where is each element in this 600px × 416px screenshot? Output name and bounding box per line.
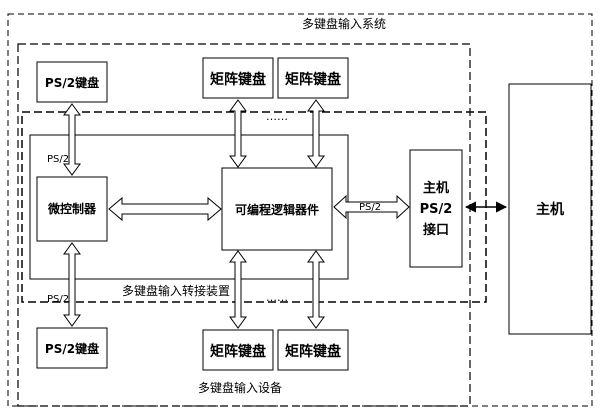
arrow-mcu-cpld	[108, 196, 222, 222]
link-ps2-mid-label: PS/2	[359, 202, 381, 213]
host-ps2-port-box	[409, 149, 463, 268]
arrow-mcu-ps2-bottom	[63, 242, 81, 327]
matrix-keyboard-bottom-2-label: 矩阵键盘	[285, 343, 341, 360]
host-ps2-port-line-2: PS/2	[420, 202, 453, 217]
ellipsis-bottom: ……	[266, 291, 288, 304]
ps2-keyboard-bottom	[36, 327, 108, 369]
input-device-label: 多键盘输入设备	[198, 380, 282, 395]
arrow-ps2-top-mcu	[63, 103, 81, 176]
matrix-keyboard-bottom-1-label: 矩阵键盘	[210, 343, 266, 360]
host-ps2-port-line-3: 接口	[423, 222, 449, 238]
input-device-border	[17, 43, 471, 407]
matrix-keyboard-top-1	[202, 57, 274, 99]
link-ps2-top-label: PS/2	[47, 154, 69, 165]
programmable-logic-device-label: 可编程逻辑器件	[235, 202, 319, 217]
matrix-keyboard-top-2	[277, 57, 349, 99]
matrix-keyboard-top-1-label: 矩阵键盘	[210, 71, 266, 88]
arrow-matrix-top-1-cpld	[229, 99, 247, 168]
arrow-cpld-matrix-bottom-2	[307, 250, 325, 329]
system-border	[7, 13, 593, 407]
matrix-keyboard-bottom-1	[202, 329, 274, 371]
microcontroller-box	[36, 176, 108, 242]
arrow-cpld-matrix-bottom-1	[229, 250, 247, 329]
system-label: 多键盘输入系统	[302, 16, 386, 31]
converter-label: 多键盘输入转接装置	[122, 283, 230, 298]
arrow-cpld-host-port	[333, 194, 410, 220]
link-ps2-bottom-label: PS/2	[47, 294, 69, 305]
ps2-keyboard-top	[36, 61, 108, 103]
host-box	[508, 83, 592, 335]
ps2-keyboard-bottom-label: PS/2键盘	[45, 341, 99, 356]
ellipsis-top: ……	[266, 110, 288, 123]
ps2-keyboard-top-label: PS/2键盘	[45, 75, 99, 90]
matrix-keyboard-top-2-label: 矩阵键盘	[285, 71, 341, 88]
host-label: 主机	[536, 201, 564, 218]
programmable-logic-device-box	[221, 167, 333, 251]
microcontroller-label: 微控制器	[47, 201, 97, 216]
host-ps2-port-line-1: 主机	[423, 180, 449, 196]
arrow-matrix-top-2-cpld	[307, 99, 325, 168]
matrix-keyboard-bottom-2	[277, 329, 349, 371]
